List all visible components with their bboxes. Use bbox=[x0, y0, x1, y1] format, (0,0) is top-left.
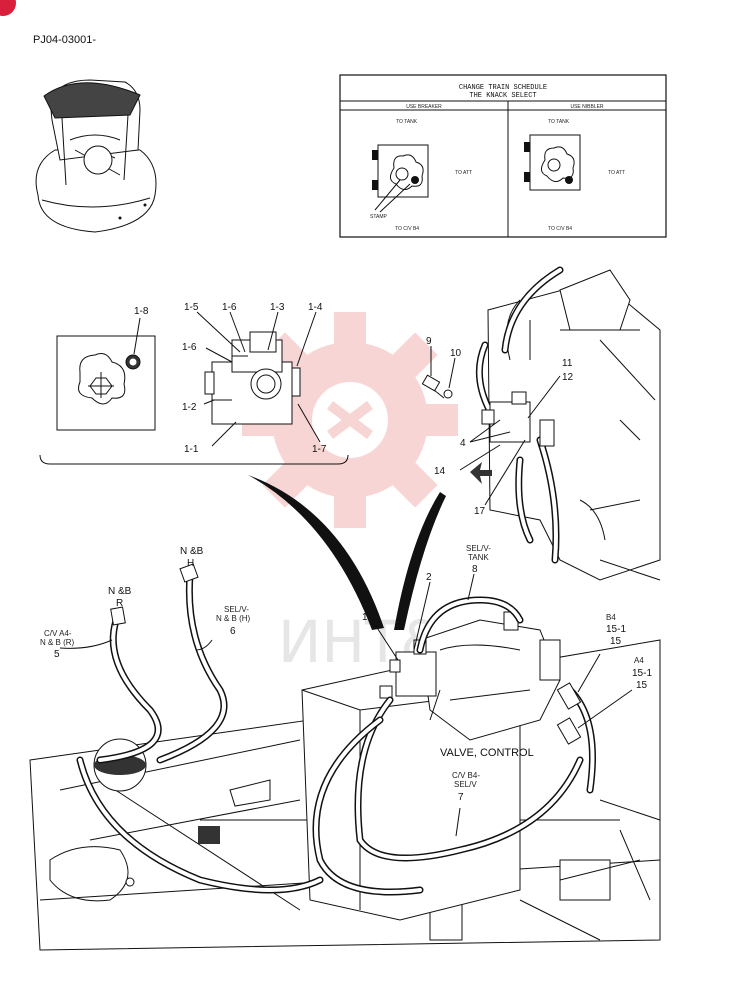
callout-cv-b4-1: C/V B4- bbox=[452, 771, 480, 780]
callout-nb-h-2: H bbox=[187, 558, 194, 569]
callout-cv-a4-2: N & B (R) bbox=[40, 638, 75, 647]
callout-selv-nb-1: SEL/V- bbox=[224, 605, 249, 614]
left-to-att: TO ATT bbox=[455, 170, 472, 176]
callout-7: 7 bbox=[458, 792, 464, 803]
callout-b4-15-1: 15-1 bbox=[606, 624, 626, 635]
callout-selv-tank-1: SEL/V- bbox=[466, 544, 491, 553]
callout-17: 17 bbox=[474, 506, 486, 517]
callout-8: 8 bbox=[472, 564, 478, 575]
label-1-8: 1-8 bbox=[134, 306, 149, 317]
col-use-nibbler: USE NIBBLER bbox=[570, 104, 603, 110]
callout-nb-h-1: N &B bbox=[180, 546, 204, 557]
leader-wedges bbox=[248, 475, 446, 630]
right-to-tank: TO TANK bbox=[548, 119, 570, 125]
left-to-cv: TO C/V B4 bbox=[395, 226, 419, 232]
col-use-breaker: USE BREAKER bbox=[406, 104, 442, 110]
label-1-4: 1-4 bbox=[308, 302, 323, 313]
callout-cv-a4-1: C/V A4- bbox=[44, 629, 72, 638]
callout-4: 4 bbox=[460, 438, 466, 449]
callout-11: 11 bbox=[562, 358, 573, 369]
right-to-att: TO ATT bbox=[608, 170, 625, 176]
bolt-icon bbox=[421, 374, 445, 399]
callout-a4: A4 bbox=[634, 656, 644, 665]
schedule-table: CHANGE TRAIN SCHEDULE THE KNACK SELECT U… bbox=[339, 74, 667, 238]
callout-nb-r-1: N &B bbox=[108, 586, 132, 597]
callout-14: 14 bbox=[434, 466, 446, 477]
label-1-6-top: 1-6 bbox=[222, 302, 237, 313]
callout-1: 1 bbox=[362, 612, 368, 623]
callout-a4-15-1: 15-1 bbox=[632, 668, 652, 679]
corner-badge bbox=[0, 0, 16, 16]
label-1-6-side: 1-6 bbox=[182, 342, 197, 353]
label-1-7: 1-7 bbox=[312, 444, 327, 455]
label-1-5: 1-5 bbox=[184, 302, 199, 313]
callout-6: 6 bbox=[230, 626, 236, 637]
table-title-1: CHANGE TRAIN SCHEDULE bbox=[459, 84, 547, 92]
callout-selv-tank-2: TANK bbox=[468, 553, 489, 562]
document-id: PJ04-03001- bbox=[33, 34, 96, 46]
label-1-2: 1-2 bbox=[182, 402, 197, 413]
detail-inset: 1-8 1-5 1-6 1-3 1-4 1-6 1-2 1-1 1-7 bbox=[39, 302, 349, 465]
callout-9: 9 bbox=[426, 336, 432, 347]
callout-5: 5 bbox=[54, 649, 60, 660]
callout-cv-b4-2: SEL/V bbox=[454, 780, 477, 789]
table-title-2: THE KNACK SELECT bbox=[469, 92, 536, 100]
callout-selv-nb-2: N & B (H) bbox=[216, 614, 251, 623]
left-stamp: STAMP bbox=[370, 214, 388, 220]
right-to-cv: TO C/V B4 bbox=[548, 226, 572, 232]
callout-12: 12 bbox=[562, 372, 574, 383]
cab-thumbnail bbox=[35, 79, 157, 233]
callout-2: 2 bbox=[426, 572, 432, 583]
callout-a4-15: 15 bbox=[636, 680, 648, 691]
left-to-tank: TO TANK bbox=[396, 119, 418, 125]
callout-nb-r-2: R bbox=[116, 598, 123, 609]
label-1-3: 1-3 bbox=[270, 302, 285, 313]
callout-10: 10 bbox=[450, 348, 462, 359]
callout-b4: B4 bbox=[606, 613, 616, 622]
main-assembly: N &B H N &B R C/V A4- N & B (R) 5 SEL/V-… bbox=[29, 544, 661, 951]
label-1-1: 1-1 bbox=[184, 444, 199, 455]
washer-icon bbox=[443, 389, 453, 399]
upper-right-assembly: 9 10 11 12 4 14 17 bbox=[421, 266, 661, 581]
callout-b4-15: 15 bbox=[610, 636, 622, 647]
valve-control-label: VALVE, CONTROL bbox=[440, 747, 534, 759]
